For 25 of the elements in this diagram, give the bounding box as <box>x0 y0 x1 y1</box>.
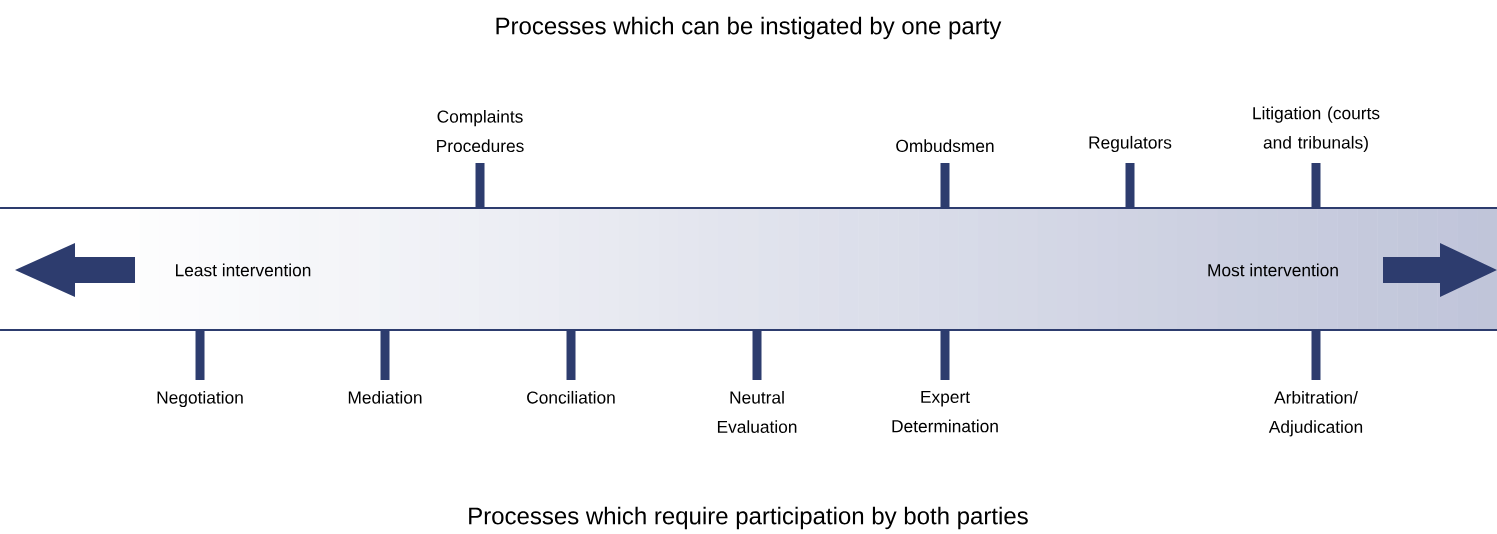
process-label: Complaints Procedures <box>437 110 524 153</box>
node-label: Most intervention <box>1208 263 1338 277</box>
process-label: Litigation (courts and tribunals) <box>1253 106 1380 153</box>
process-label: Mediation <box>348 390 422 404</box>
process-label: Negotiation <box>157 390 243 408</box>
process-label: Arbitration/ Adjudication <box>1268 390 1363 437</box>
tick-line <box>566 330 576 380</box>
node-label: Least intervention <box>176 263 311 277</box>
tick-line <box>1311 163 1321 208</box>
tick-line <box>940 163 950 208</box>
process-label: Ombudsmen <box>896 139 994 153</box>
caption: Processes which require participation by both parties <box>469 506 1028 530</box>
tick-line <box>1125 163 1135 208</box>
tick-line <box>1311 330 1321 380</box>
process-label: Regulators <box>1089 135 1172 153</box>
process-label: Expert Determination <box>892 390 998 433</box>
process-label: Neutral Evaluation <box>717 390 797 433</box>
tick-line <box>475 163 485 208</box>
title: Processes which can be instigated by one party <box>496 16 1002 40</box>
tick-line <box>380 330 390 380</box>
tick-line <box>940 330 950 380</box>
process-label: Conciliation <box>527 390 615 404</box>
tick-line <box>195 330 205 380</box>
intervention-band: Least intervention Most intervention <box>0 207 1497 331</box>
tick-line <box>752 330 762 380</box>
